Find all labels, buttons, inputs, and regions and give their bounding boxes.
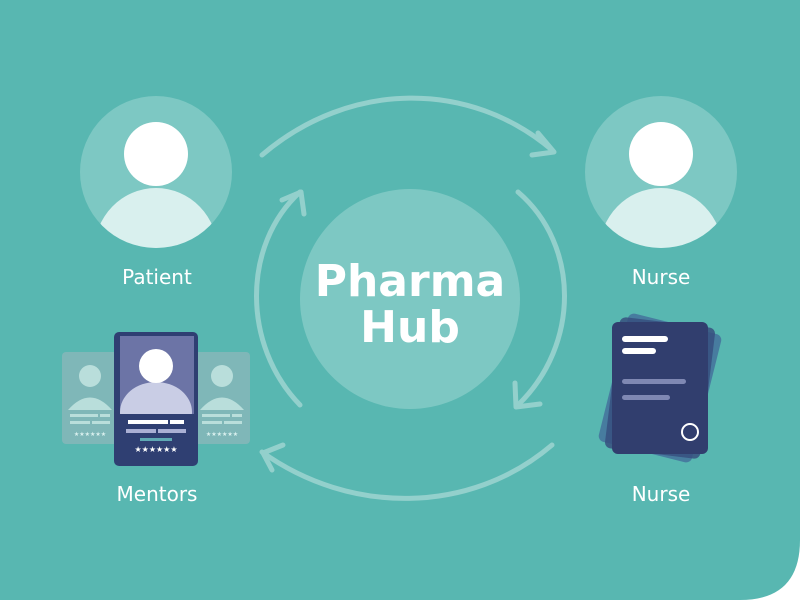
node-label-nurse-top: Nurse [631,265,691,289]
profile-card-main: ★★★★★★ [114,332,198,466]
node-label-nurse-bottom: Nurse [631,482,691,506]
arrow-bottom [259,442,555,501]
profile-card-right: ★★★★★★ [194,352,250,444]
node-label-patient: Patient [122,265,192,289]
document-stack-icon [598,313,722,463]
svg-text:★★★★★★: ★★★★★★ [74,431,106,438]
arrow-top-head [529,130,557,158]
arrow-bottom-head [260,442,286,473]
hub-title-line2: Hub [360,302,460,353]
arrow-right-head [512,380,543,410]
node-label-mentors: Mentors [116,482,198,506]
arrow-left-head [279,189,307,217]
arrow-top [259,95,555,158]
hub-circle [300,189,520,409]
arrow-left [254,189,303,408]
user-avatar-icon [585,96,737,248]
profile-cards-icon: ★★★★★★ ★★★★★★ ★★★★★★ [62,332,250,466]
circular-arrows-icon [254,95,567,501]
arrow-right [515,189,567,408]
hub-title-line1: Pharma [314,256,506,307]
user-avatar-icon [80,96,232,248]
svg-text:★★★★★★: ★★★★★★ [206,431,238,438]
profile-card-left: ★★★★★★ [62,352,118,444]
svg-text:★★★★★★: ★★★★★★ [134,445,177,454]
